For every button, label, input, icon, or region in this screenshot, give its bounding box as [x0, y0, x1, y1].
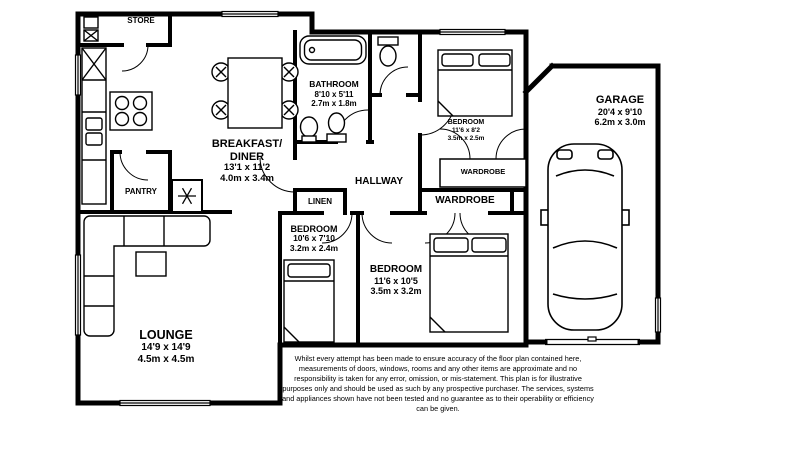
room-dim-metric: 3.5m x 3.2m: [370, 285, 422, 296]
room-label-bedroom-middle: BEDROOM 10'6 x 7'10 3.2m x 2.4m: [290, 224, 338, 254]
room-dim-metric: 3.2m x 2.4m: [289, 243, 339, 254]
room-dim-imperial: 11'6 x 8'2: [451, 127, 481, 135]
room-label-bathroom: BATHROOM 8'10 x 5'11 2.7m x 1.8m: [309, 79, 359, 108]
window-icon: [221, 10, 279, 18]
room-name: PANTRY: [125, 187, 157, 196]
chair-icon: [211, 62, 231, 82]
door-arc: [121, 44, 149, 72]
window-icon: [119, 399, 211, 407]
garage-door-icon: [545, 336, 640, 346]
room-name: GARAGE: [595, 94, 645, 106]
car-icon: [540, 143, 630, 331]
bathtub-icon: [299, 35, 367, 65]
door-arc: [439, 128, 471, 160]
door-arc: [321, 212, 353, 244]
room-name: BATHROOM: [309, 79, 359, 89]
room-label-pantry: PANTRY: [125, 187, 157, 196]
room-dim-metric: 4.5m x 4.5m: [137, 353, 195, 365]
room-dim-imperial: 11'6 x 10'5: [374, 275, 418, 286]
room-label-breakfast-diner: BREAKFAST/ DINER 13'1 x 11'2 4.0m x 3.4m: [212, 138, 282, 185]
sink-icon: [85, 117, 103, 146]
disclaimer-text: Whilst every attempt has been made to en…: [282, 354, 594, 414]
room-dim-imperial: 10'6 x 7'10: [293, 233, 335, 244]
room-name: HALLWAY: [355, 176, 403, 187]
room-name: BEDROOM: [290, 224, 338, 234]
sofa-icon: [83, 215, 211, 337]
window-icon: [74, 254, 82, 336]
store-unit-icon: [83, 16, 99, 42]
room-dim-imperial: 8'10 x 5'11: [314, 89, 354, 99]
room-dim-metric: 2.7m x 1.8m: [311, 98, 357, 108]
room-dim-imperial: 13'1 x 11'2: [223, 162, 271, 174]
window-icon: [439, 28, 506, 36]
room-name: BEDROOM: [447, 119, 485, 126]
bed-icon: [283, 259, 335, 343]
room-label-wardrobe-large: WARDROBE: [435, 195, 494, 207]
room-name: BEDROOM: [369, 264, 423, 275]
windows-layer: [74, 10, 662, 407]
room-name: WARDROBE: [435, 195, 495, 206]
door-arc: [259, 157, 296, 193]
snowflake-icon: [178, 187, 196, 205]
window-icon: [654, 297, 662, 333]
room-label-hallway: HALLWAY: [355, 176, 403, 188]
toilet-icon: [326, 112, 347, 143]
room-dim-imperial: 20'4 x 9'10: [597, 106, 643, 117]
room-label-wardrobe-small: WARDROBE: [460, 167, 506, 177]
room-label-bedroom-right: BEDROOM 11'6 x 10'5 3.5m x 3.2m: [370, 264, 422, 296]
room-label-lounge: LOUNGE 14'9 x 14'9 4.5m x 4.5m: [138, 328, 195, 365]
hob-icon: [109, 91, 153, 131]
room-label-store: STORE: [127, 16, 154, 25]
room-label-linen: LINEN: [308, 197, 332, 206]
room-name: STORE: [127, 16, 155, 25]
room-name: BREAKFAST/ DINER: [211, 138, 283, 163]
room-dim-metric: 4.0m x 3.4m: [220, 173, 274, 185]
room-name: LOUNGE: [139, 328, 193, 342]
door-arc: [379, 66, 409, 96]
room-dim-imperial: 14'9 x 14'9: [141, 342, 191, 354]
toilet-icon: [377, 36, 399, 67]
interior-walls: [76, 12, 528, 347]
dining-table-icon: [227, 57, 283, 129]
door-arc: [495, 128, 527, 160]
room-name: LINEN: [308, 197, 332, 206]
room-label-bedroom-top: BEDROOM 11'6 x 8'2 3.5m x 2.5m: [448, 119, 485, 142]
room-name: WARDROBE: [460, 167, 506, 176]
bed-icon: [429, 233, 509, 333]
basin-icon: [299, 116, 319, 143]
furniture-layer: [81, 16, 630, 343]
room-dim-metric: 3.5m x 2.5m: [447, 134, 485, 142]
window-icon: [74, 54, 82, 96]
chair-icon: [279, 62, 299, 82]
door-arc: [119, 151, 149, 181]
coffee-table-icon: [135, 251, 167, 277]
door-arc: [361, 212, 393, 244]
room-label-garage: GARAGE 20'4 x 9'10 6.2m x 3.0m: [594, 94, 645, 127]
chair-icon: [211, 100, 231, 120]
chair-icon: [279, 100, 299, 120]
room-dim-metric: 6.2m x 3.0m: [594, 116, 646, 127]
bed-icon: [437, 49, 513, 117]
wardrobe-box-icon: [439, 158, 527, 188]
